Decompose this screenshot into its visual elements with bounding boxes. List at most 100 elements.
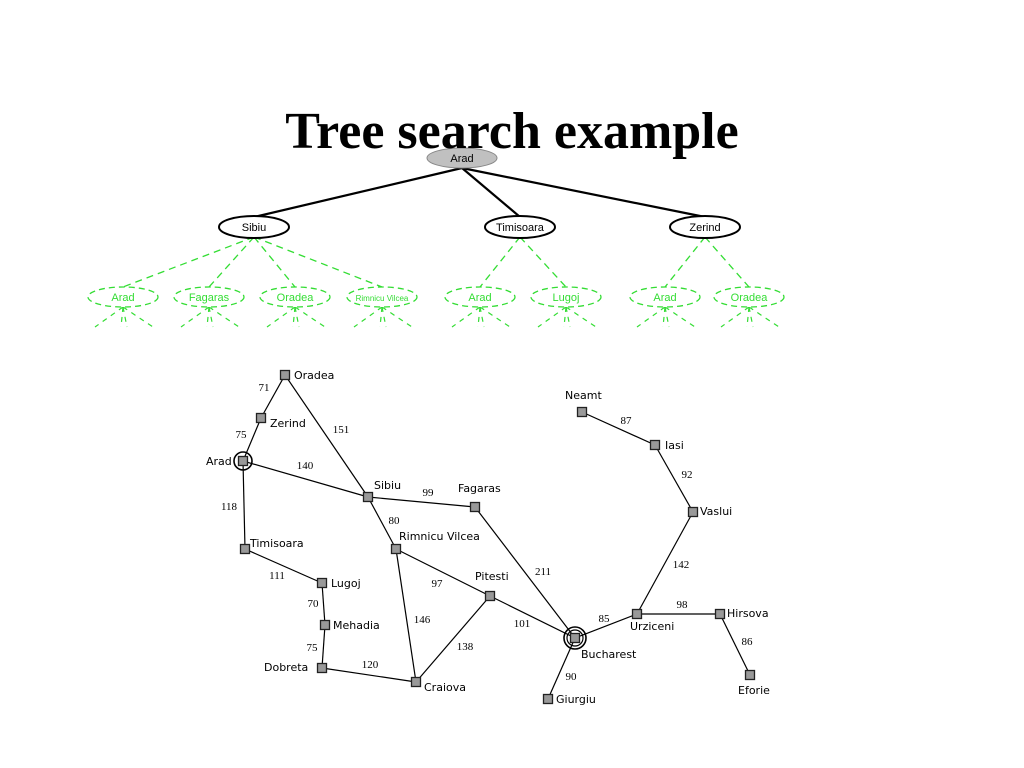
goal-city-ring	[563, 626, 587, 650]
tree-stub-edge	[664, 306, 696, 328]
tree-stub-edge	[477, 306, 481, 328]
city-marker	[744, 669, 756, 681]
road	[242, 417, 262, 462]
road-distance: 90	[566, 671, 578, 683]
start-city-ring	[233, 451, 253, 471]
tree-stub-edge	[563, 306, 567, 328]
slide-title: Tree search example	[285, 103, 739, 160]
city-marker	[279, 369, 291, 381]
city-label: Zerind	[270, 417, 306, 430]
road-distance: 98	[677, 599, 689, 611]
city-label: Giurgiu	[556, 693, 596, 706]
road	[636, 511, 694, 615]
tree-frontier-label: Fagaras	[189, 292, 230, 304]
road	[395, 548, 417, 683]
road-distance: 120	[362, 659, 379, 671]
road-distance: 86	[742, 636, 754, 648]
road	[244, 548, 323, 584]
road	[242, 460, 246, 550]
road-distance: 75	[307, 642, 319, 654]
city-label: Neamt	[565, 389, 602, 402]
tree-root-node	[426, 147, 498, 169]
tree-frontier-edge	[704, 236, 750, 288]
city-marker	[576, 406, 588, 418]
road-distance: 151	[333, 424, 350, 436]
road	[367, 496, 476, 508]
tree-frontier-edge	[664, 236, 706, 288]
tree-stub-edge	[565, 306, 571, 328]
city-label: Urziceni	[630, 620, 674, 633]
tree-frontier-label: Arad	[653, 292, 676, 304]
tree-stub-edge	[381, 306, 413, 328]
city-label: Fagaras	[458, 482, 501, 495]
tree-stub-edge	[294, 306, 326, 328]
tree-stub-edge	[266, 306, 296, 328]
city-marker	[687, 506, 699, 518]
tree-frontier-node	[87, 286, 159, 308]
city-marker	[255, 412, 267, 424]
tree-stub-edge	[294, 306, 300, 328]
tree-frontier-edge	[208, 236, 255, 288]
tree-stub-edge	[662, 306, 666, 328]
road-distance: 138	[457, 641, 474, 653]
road	[321, 582, 326, 626]
tree-stub-edge	[381, 306, 387, 328]
tree-stub-edge	[636, 306, 666, 328]
tree-stub-edge	[122, 306, 128, 328]
city-marker	[410, 676, 422, 688]
tree-stub-edge	[748, 306, 754, 328]
city-label: Lugoj	[331, 577, 361, 590]
city-label: Iasi	[665, 439, 684, 452]
city-marker	[569, 632, 581, 644]
city-marker	[237, 455, 249, 467]
city-label: Timisoara	[249, 537, 304, 550]
city-label: Arad	[206, 455, 232, 468]
tree-frontier-node	[259, 286, 331, 308]
road	[284, 374, 369, 498]
tree-frontier-node	[629, 286, 701, 308]
tree-root-label: Arad	[450, 153, 473, 165]
tree-frontier-node	[713, 286, 785, 308]
city-marker	[319, 619, 331, 631]
tree-frontier-node	[530, 286, 602, 308]
road	[654, 444, 694, 513]
road	[321, 667, 417, 683]
city-marker	[649, 439, 661, 451]
city-label: Rimnicu Vilcea	[399, 530, 480, 543]
city-marker	[316, 577, 328, 589]
road-distance: 140	[297, 460, 314, 472]
city-label: Hirsova	[727, 607, 769, 620]
tree-frontier-label: Oradea	[277, 292, 315, 304]
road	[367, 496, 397, 550]
tree-frontier-label: Rimnicu Vilcea	[356, 294, 409, 303]
tree-frontier-label: Arad	[111, 292, 134, 304]
road	[547, 637, 576, 700]
tree-stub-edge	[206, 306, 210, 328]
tree-stub-edge	[479, 306, 511, 328]
tree-frontier-node	[346, 286, 418, 308]
road-distance: 101	[514, 618, 531, 630]
road-distance: 111	[269, 570, 285, 582]
tree-edge-root-1	[461, 167, 521, 218]
tree-frontier-node	[173, 286, 245, 308]
tree-frontier-label: Lugoj	[553, 292, 580, 304]
city-marker	[631, 608, 643, 620]
tree-node	[218, 215, 290, 239]
city-marker	[484, 590, 496, 602]
road-distance: 99	[423, 487, 435, 499]
road-distance: 87	[621, 415, 633, 427]
tree-node-label: Sibiu	[242, 222, 266, 234]
tree-stub-edge	[720, 306, 750, 328]
tree-node-label: Zerind	[689, 222, 720, 234]
tree-stub-edge	[120, 306, 124, 328]
city-label: Craiova	[424, 681, 466, 694]
tree-frontier-edge	[519, 236, 567, 288]
tree-edge-root-2	[461, 166, 706, 219]
city-marker	[239, 543, 251, 555]
city-label: Mehadia	[333, 619, 380, 632]
road	[489, 595, 576, 639]
tree-stub-edge	[292, 306, 296, 328]
road	[321, 624, 326, 669]
city-marker	[714, 608, 726, 620]
road-distance: 80	[389, 515, 401, 527]
